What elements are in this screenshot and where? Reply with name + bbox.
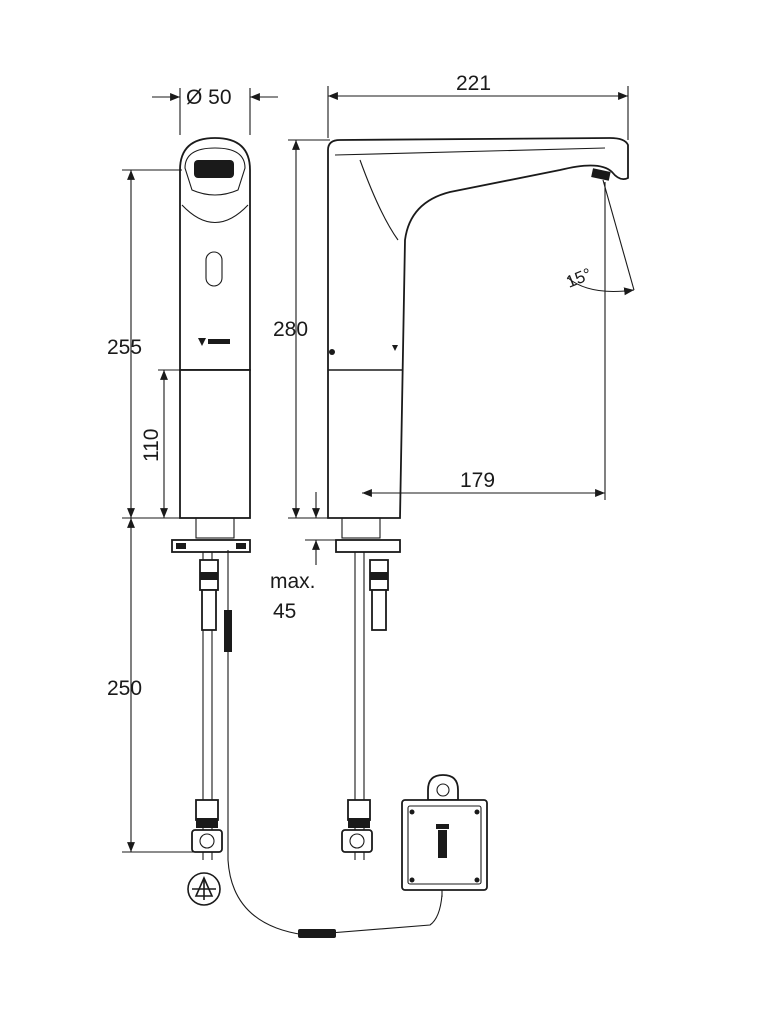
front-mount-stud: [195, 517, 235, 539]
side-mount-stud: [341, 517, 381, 539]
front-lower-body: [179, 369, 251, 519]
dim-front-height: 255: [107, 336, 142, 359]
dim-spout-reach: 179: [460, 469, 495, 492]
dim-max-label: max.: [270, 570, 316, 593]
front-view: [171, 137, 443, 938]
check-valve-icon: [187, 872, 221, 906]
dim-side-height: 280: [273, 318, 308, 341]
front-sensor-slot: [205, 251, 223, 287]
dim-lower-body-height: 110: [140, 429, 163, 462]
dim-hose-length: 250: [107, 677, 142, 700]
side-mount-plate: [335, 539, 401, 553]
front-hose-nut: [195, 799, 219, 821]
side-view: [327, 137, 629, 860]
front-sensor-window: [184, 147, 246, 196]
side-body-contour: [359, 159, 399, 241]
dimension-lines: [122, 86, 635, 853]
sensor-cable: [227, 652, 443, 936]
side-spout-top-line: [334, 147, 606, 156]
side-hose-nut: [347, 799, 371, 821]
dim-max-value: 45: [273, 600, 296, 623]
front-upper-body: [179, 137, 251, 371]
dim-overall-length: 221: [456, 72, 491, 95]
front-body-contour: [181, 204, 249, 224]
control-box-icon: [401, 774, 488, 897]
dim-diameter: Ø 50: [186, 86, 232, 109]
brand-logo-icon: [198, 338, 230, 346]
dim-spray-angle: 15°: [563, 264, 594, 291]
front-cable-sleeve: [224, 610, 232, 652]
cable-sleeve: [298, 929, 336, 938]
side-spout-body: [327, 137, 629, 519]
aerator: [591, 168, 611, 181]
front-sensor-eye: [194, 160, 234, 178]
front-mount-plate: [171, 539, 251, 553]
